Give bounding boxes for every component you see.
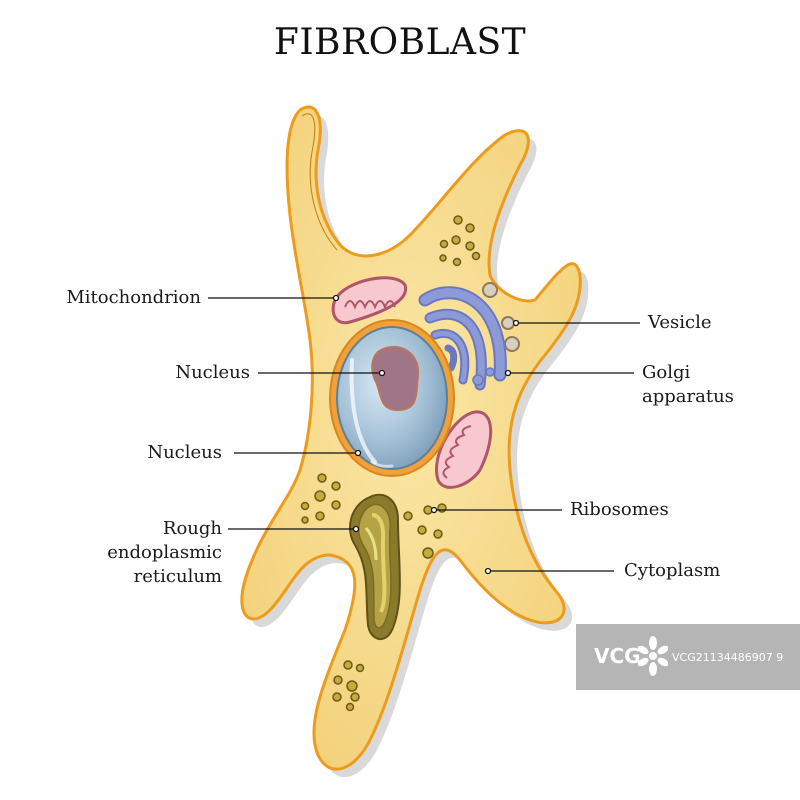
label-rough-er-line-2: endoplasmic [107,542,222,563]
label-mitochondrion: Mitochondrion [66,287,201,308]
watermark: VCG VCG21134486907 9 [576,624,800,690]
nucleus-highlight [370,460,394,468]
rough-endoplasmic-reticulum [349,493,401,640]
watermark-logo: VCG [594,644,641,668]
vesicle [482,282,498,298]
label-golgi-line-2: apparatus [642,386,734,407]
label-golgi-line-1: Golgi [642,362,691,383]
mitochondrion-1 [331,276,408,325]
nucleolus [371,346,420,412]
label-golgi: Golgi apparatus [642,361,734,409]
label-nucleus-2: Nucleus [147,442,222,463]
leader-dots [332,294,520,575]
watermark-id: VCG21134486907 9 [672,651,784,664]
vesicle [504,336,520,352]
diagram-title: FIBROBLAST [273,22,527,63]
label-rough-er-line-1: Rough [162,518,222,539]
vesicle [501,316,515,330]
leader-lines [208,297,640,572]
label-nucleus-1: Nucleus [175,362,250,383]
golgi-apparatus [418,286,507,391]
golgi-vesicle [485,367,495,377]
label-ribosomes: Ribosomes [570,499,669,520]
golgi-vesicle [472,374,484,386]
label-vesicle: Vesicle [648,312,712,333]
label-cytoplasm: Cytoplasm [624,560,721,581]
label-rough-er: Rough endoplasmic reticulum [107,517,222,589]
ribosomes [300,215,481,712]
label-rough-er-line-3: reticulum [133,566,222,587]
watermark-flower-icon [638,636,668,676]
cell-membrane-inner [301,113,338,251]
